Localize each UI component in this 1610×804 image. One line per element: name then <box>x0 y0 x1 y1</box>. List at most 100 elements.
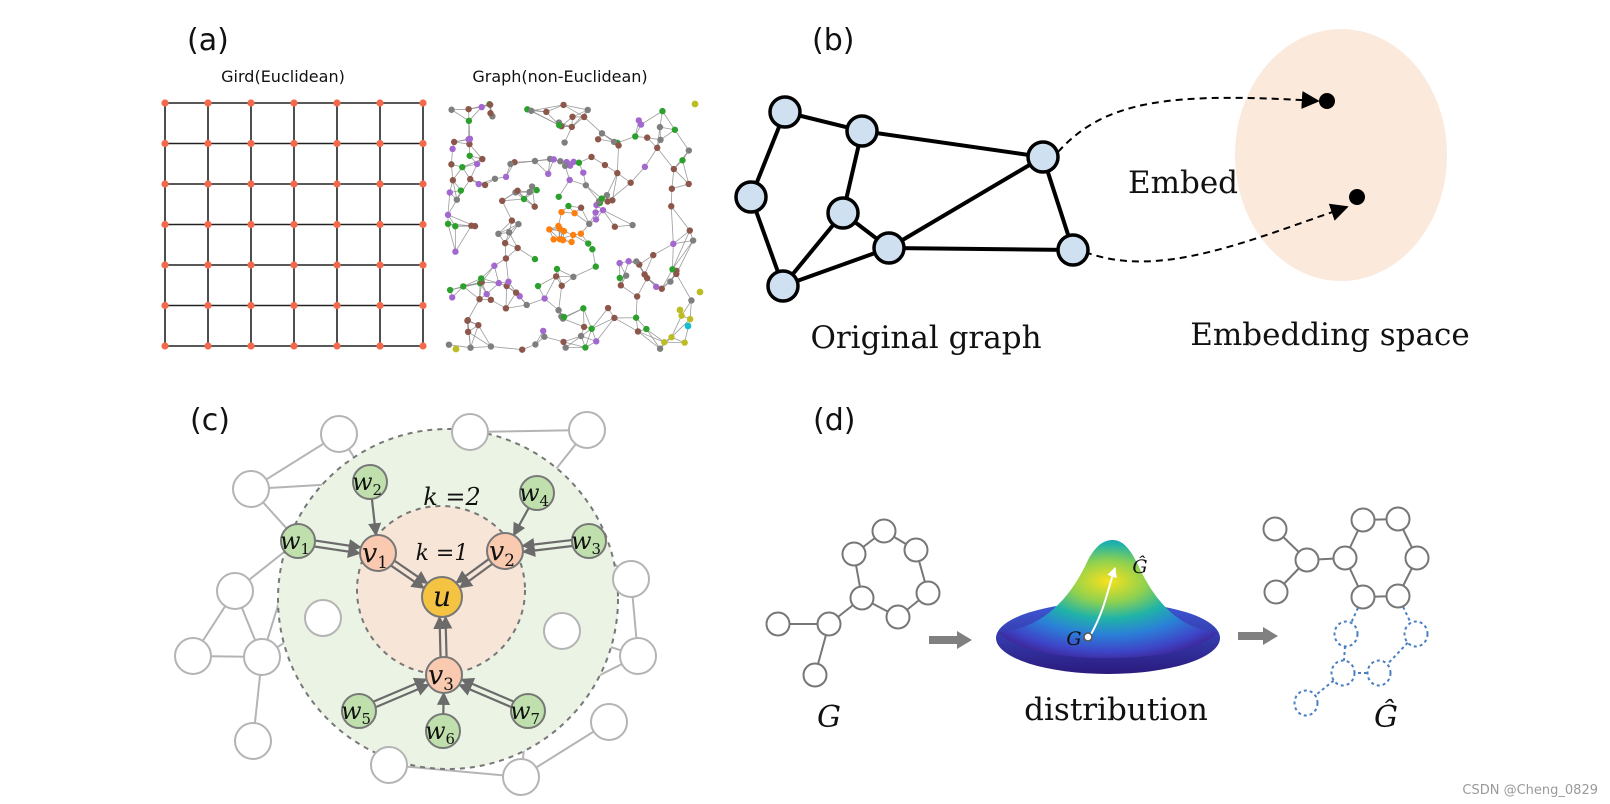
node-w1-circle <box>280 523 316 559</box>
node-w1: w1 <box>280 523 316 559</box>
molecule-atom <box>903 537 929 563</box>
graph-node <box>691 100 699 108</box>
grid-node <box>376 342 384 350</box>
graph-node <box>512 289 520 296</box>
original-graph-edges <box>749 110 1075 288</box>
graph-node <box>577 230 585 237</box>
node-v1: v1 <box>359 534 397 572</box>
graph-node <box>643 325 650 333</box>
graph-edge <box>583 116 603 134</box>
graph-node <box>589 246 596 253</box>
generated-atom <box>1403 620 1429 648</box>
graph-edge <box>644 147 658 168</box>
surface-g-label: G <box>1066 628 1081 650</box>
node-v3: v3 <box>425 656 463 694</box>
graph-node <box>685 147 693 154</box>
graph-node <box>634 328 642 335</box>
node-w6-label: w6 <box>425 717 455 748</box>
graph-node <box>550 156 557 163</box>
graph-edge <box>462 158 483 168</box>
graph-node <box>689 237 697 244</box>
graph-node <box>668 185 676 192</box>
graph-node <box>478 275 485 282</box>
node-v3-label: v3 <box>428 660 454 694</box>
grid-node <box>333 342 341 350</box>
graph-edge <box>448 344 471 349</box>
outer-edge <box>469 429 588 433</box>
outer-node <box>612 560 650 598</box>
graph-node <box>650 251 657 259</box>
graph-node <box>580 305 587 312</box>
graph-node <box>555 222 562 230</box>
graph-edge <box>463 278 482 287</box>
node-w4: w4 <box>519 475 555 511</box>
grid-node <box>161 301 169 310</box>
grid-node <box>333 180 341 188</box>
outer-node <box>232 470 270 508</box>
graph-node <box>656 345 664 352</box>
graph-node <box>453 196 461 203</box>
grid-node <box>290 261 298 269</box>
graph-node <box>588 153 595 161</box>
graph-node <box>644 134 651 141</box>
grid-node <box>419 301 427 310</box>
grid-node <box>333 220 341 229</box>
molecule-atom <box>1263 579 1289 605</box>
graph-node <box>449 294 456 301</box>
message-arrow <box>521 543 573 558</box>
grid-node <box>333 139 341 148</box>
graph-node <box>654 144 661 152</box>
graph-edge <box>585 185 600 202</box>
graph-node <box>585 240 592 247</box>
graph-node <box>452 248 459 255</box>
graph-node <box>475 180 482 188</box>
outer-gray-nodes <box>174 411 657 796</box>
grid-node <box>247 180 255 188</box>
graph-edge <box>662 110 676 131</box>
graph-edge <box>682 160 690 185</box>
graph-edge <box>562 318 585 328</box>
graph-node <box>569 113 576 121</box>
molecule-atom <box>885 604 911 630</box>
graph-node <box>502 173 510 181</box>
graph-node <box>479 155 486 163</box>
panel-d: (d) G G Ĝ distribution Ĝ <box>765 403 1430 735</box>
graph-node <box>571 210 578 217</box>
node-u-circle <box>421 576 463 618</box>
grid-node <box>247 99 255 107</box>
graph-node <box>534 282 542 290</box>
message-passing-arrows <box>314 498 573 715</box>
grid-node <box>376 220 384 229</box>
graph-node <box>633 293 641 300</box>
graph-node <box>450 138 458 146</box>
grid-node <box>204 301 212 310</box>
graph-node <box>627 179 634 186</box>
grid-node <box>419 139 427 148</box>
graph-node <box>582 182 590 189</box>
graph-node <box>592 216 600 223</box>
graph-node <box>560 313 568 321</box>
graph-node <box>616 274 623 282</box>
message-arrow <box>373 677 428 703</box>
graph-edge <box>671 318 691 338</box>
molecule-atom <box>849 585 875 611</box>
grid-node <box>204 99 212 107</box>
graph-edge <box>544 276 557 299</box>
node-u-label: u <box>433 580 451 613</box>
embedding-space-region <box>1235 29 1447 281</box>
node-w7-circle <box>510 693 546 729</box>
graph-node <box>526 188 533 196</box>
graph-node <box>588 325 595 332</box>
embed-label: Embed <box>1128 165 1238 201</box>
graph-edge <box>672 240 694 270</box>
graph-edge <box>563 104 588 111</box>
molecule-atom <box>1350 507 1376 533</box>
non-euclidean-graph <box>444 100 704 353</box>
graph-node <box>499 197 506 205</box>
graph-node <box>505 278 512 285</box>
graph-node <box>584 106 591 114</box>
graph-node <box>686 315 694 323</box>
graph-node <box>604 304 612 312</box>
